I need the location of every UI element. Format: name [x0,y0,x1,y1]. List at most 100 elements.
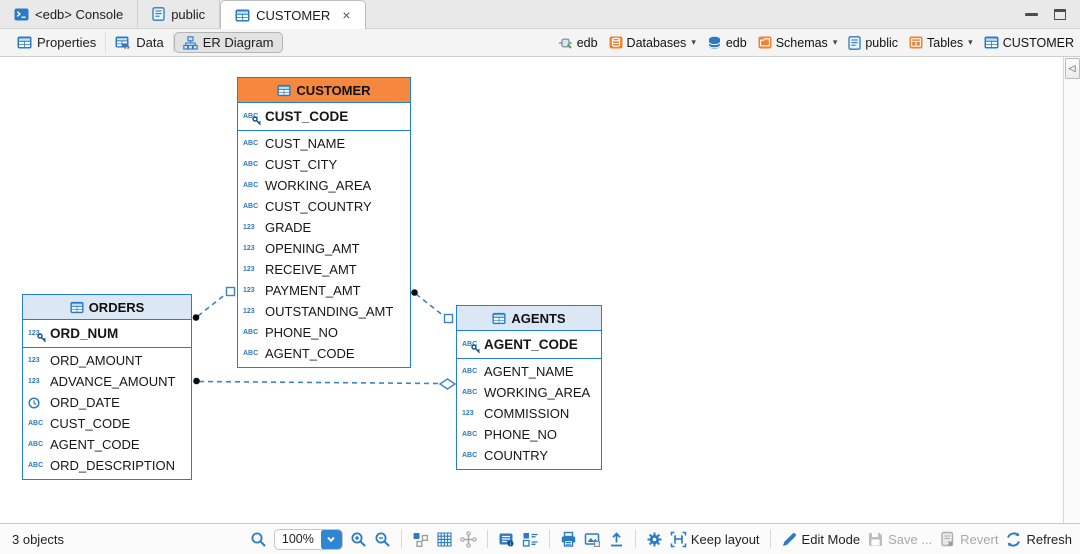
breadcrumb-schemas[interactable]: Schemas ▾ [758,36,838,50]
relationship-customer-agents[interactable] [415,293,446,318]
breadcrumb-database-edb[interactable]: edb [707,36,747,50]
column-row-ord_date[interactable]: ORD_DATE [23,392,191,413]
save-button[interactable]: Save ... [867,531,932,548]
toolbar-separator [400,530,402,548]
tab-er-diagram[interactable]: ER Diagram [173,32,283,53]
tab-public[interactable]: public [138,0,221,28]
column-type-icon-wrap: 123 [243,286,265,296]
column-name: WORKING_AREA [484,385,591,400]
breadcrumb-tables[interactable]: Tables ▾ [909,36,973,50]
entity-header[interactable]: AGENTS [457,306,601,331]
relationship-orders-customer[interactable] [197,292,228,317]
zoom-in-icon[interactable] [350,531,367,548]
breadcrumb-databases[interactable]: Databases ▾ [609,36,696,50]
column-type-icon-wrap: ABC [243,349,265,359]
print-icon[interactable] [560,531,577,548]
column-type-icon-wrap: ABC [462,451,484,461]
schema-icon [848,35,861,50]
minimize-button[interactable] [1025,12,1038,16]
palette-expand-button[interactable]: ◁ [1064,58,1080,79]
export-icon[interactable] [608,531,625,548]
view-tab-label: ER Diagram [202,35,274,50]
close-tab-icon[interactable]: × [342,7,351,23]
toolbar-separator [486,530,488,548]
chevron-down-icon[interactable]: ▾ [832,37,838,47]
column-name: ORD_DATE [50,395,120,410]
refresh-button[interactable]: Refresh [1005,531,1072,548]
column-name: CUST_COUNTRY [265,199,372,214]
zoom-level-value: 100% [281,532,314,546]
string-type-icon: ABC [462,367,478,375]
column-type-icon-wrap: 123 [28,377,50,387]
chevron-down-icon[interactable]: ▾ [968,37,973,47]
table-icon [70,301,84,313]
column-row-agent_name[interactable]: ABC AGENT_NAME [457,361,601,382]
grid-icon[interactable] [436,531,453,548]
toolbar-separator [548,530,550,548]
tab-edb-console[interactable]: <edb> Console [0,0,139,28]
tab-properties[interactable]: Properties [8,32,107,53]
pencil-icon [782,532,796,546]
databases-folder-icon [609,36,623,49]
connector-diamond [438,378,457,390]
tab-customer[interactable]: CUSTOMER × [220,0,366,29]
entity-header[interactable]: ORDERS [23,295,191,320]
entity-header[interactable]: CUSTOMER [238,78,410,103]
chevron-down-icon[interactable]: ▾ [691,37,696,47]
edit-mode-button[interactable]: Edit Mode [781,531,860,548]
maximize-button[interactable] [1054,8,1066,20]
string-type-icon: ABC [462,430,478,438]
show-attributes-icon[interactable]: i [498,531,515,548]
breadcrumb-connection[interactable]: edb [558,36,598,50]
breadcrumb-schema-public[interactable]: public [848,36,898,50]
column-type-icon-wrap: ABC [243,139,265,149]
zoom-level-select[interactable]: 100% [273,528,343,550]
column-name: ORD_NUM [50,326,119,341]
relationship-orders-agents[interactable] [198,380,440,385]
revert-button[interactable]: Revert [939,531,998,548]
search-icon[interactable] [250,531,267,548]
notation-icon[interactable] [522,531,539,548]
auto-arrange-icon[interactable] [412,531,429,548]
date-type-icon [28,396,40,409]
move-diagram-icon[interactable] [460,530,477,548]
zoom-dropdown-button[interactable] [320,529,342,549]
connector-dot [193,377,200,385]
zoom-out-icon[interactable] [374,531,391,548]
number-type-icon: 123 [28,356,40,364]
keep-layout-button[interactable]: Keep layout [670,531,760,548]
column-name: AGENT_NAME [484,364,574,379]
settings-gear-icon[interactable] [646,531,663,548]
tab-data[interactable]: Data [106,32,174,53]
breadcrumb-table-customer[interactable]: CUSTOMER [984,36,1074,50]
save-image-icon[interactable] [584,531,601,548]
